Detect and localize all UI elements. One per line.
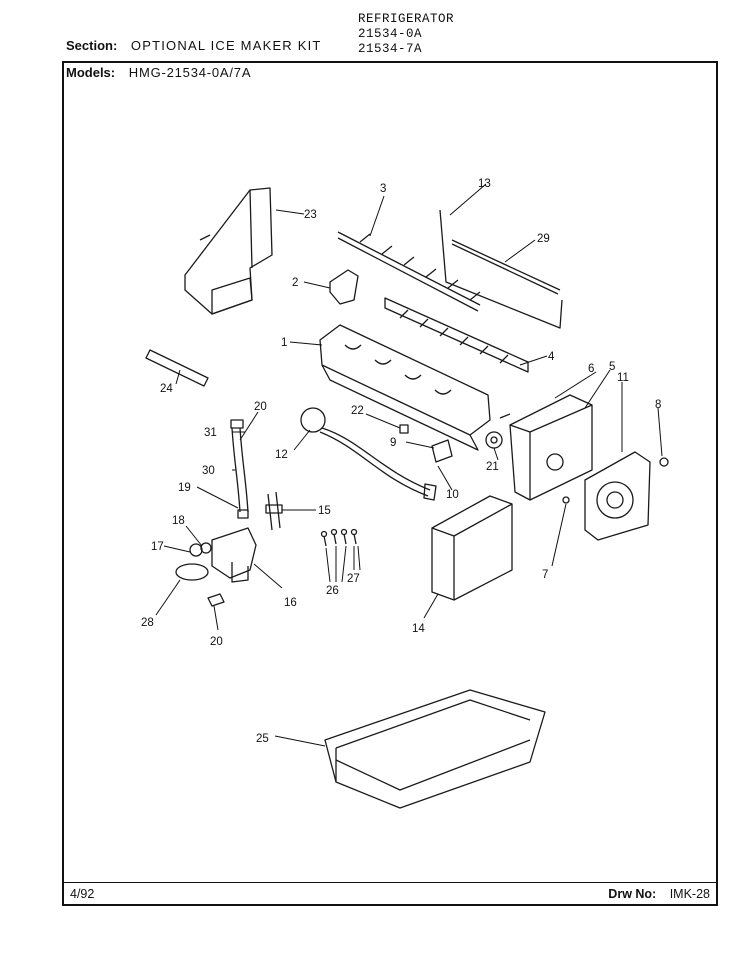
- drawing-frame: [62, 61, 718, 906]
- part-6-fastener: [499, 413, 511, 419]
- footer-divider: [62, 882, 718, 883]
- callout-6: 6: [588, 363, 594, 375]
- part-13-shutoff-arm: [439, 209, 563, 329]
- callout-12: 12: [275, 449, 288, 461]
- part-17-fitting: [189, 542, 212, 557]
- callout-30: 30: [202, 465, 215, 477]
- part-21-gear: [485, 431, 503, 449]
- part-16-water-valve: [211, 527, 257, 583]
- drawing-label: Drw No:: [608, 887, 657, 901]
- callout-20-bottom: 20: [210, 636, 223, 648]
- part-5-housing: [509, 394, 593, 501]
- callout-28: 28: [141, 617, 154, 629]
- callout-15: 15: [318, 505, 331, 517]
- callout-16: 16: [284, 597, 297, 609]
- callout-26: 26: [326, 585, 339, 597]
- callout-leaders: [155, 183, 663, 747]
- callout-29: 29: [537, 233, 550, 245]
- part-20-clip: [207, 593, 225, 607]
- callout-7: 7: [542, 569, 548, 581]
- callout-31: 31: [204, 427, 217, 439]
- part-24-rod: [145, 349, 209, 387]
- part-9-bracket: [431, 439, 453, 463]
- header-product: REFRIGERATOR: [358, 12, 455, 26]
- callout-9: 9: [390, 437, 396, 449]
- callout-4: 4: [548, 351, 555, 363]
- callout-17: 17: [151, 541, 164, 553]
- part-28-clamp: [175, 563, 209, 581]
- callout-22: 22: [351, 405, 364, 417]
- part-12-harness: [300, 407, 437, 501]
- models-row: Models: HMG-21534-0A/7A: [66, 65, 251, 80]
- part-1-mold: [319, 324, 491, 451]
- part-3-ejector: [337, 231, 481, 312]
- callout-25: 25: [256, 733, 269, 745]
- callout-21: 21: [486, 461, 499, 473]
- callout-24: 24: [160, 383, 173, 395]
- part-8-screw: [659, 457, 669, 467]
- callout-23: 23: [304, 209, 317, 221]
- section-row: Section: OPTIONAL ICE MAKER KIT: [66, 38, 322, 53]
- callout-8: 8: [655, 399, 661, 411]
- section-label: Section:: [66, 38, 118, 53]
- section-value: OPTIONAL ICE MAKER KIT: [130, 38, 322, 53]
- part-14-front-cover: [431, 495, 513, 601]
- callout-11: 11: [617, 372, 629, 384]
- callout-3: 3: [380, 183, 386, 195]
- part-7-screw: [562, 496, 570, 504]
- footer-date: 4/92: [70, 887, 95, 901]
- callout-13: 13: [478, 178, 491, 190]
- part-30-fill-tube: [230, 419, 249, 519]
- callout-18: 18: [172, 515, 185, 527]
- footer-drawing-number: Drw No: IMK-28: [608, 887, 710, 901]
- part-2-bracket: [329, 269, 359, 305]
- callout-1: 1: [281, 337, 287, 349]
- callout-27: 27: [347, 573, 360, 585]
- callout-20-top: 20: [254, 401, 267, 413]
- part-23-fill-cover: [184, 187, 273, 315]
- callout-14: 14: [412, 623, 425, 635]
- part-11-motor-plate: [584, 451, 651, 541]
- header-models-block: REFRIGERATOR 21534-0A 21534-7A: [358, 12, 454, 57]
- callout-19: 19: [178, 482, 191, 494]
- models-label: Models:: [66, 65, 116, 80]
- part-15-coupling: [265, 491, 283, 531]
- drawing-number-value: IMK-28: [669, 887, 710, 901]
- callout-5: 5: [609, 361, 615, 373]
- models-value: HMG-21534-0A/7A: [128, 65, 252, 80]
- callout-2: 2: [292, 277, 298, 289]
- part-25-ice-bin: [324, 689, 546, 809]
- part-26-27-screws: [320, 528, 358, 547]
- header-model-line-1: 21534-0A: [358, 27, 423, 41]
- callout-10: 10: [446, 489, 459, 501]
- header-model-line-2: 21534-7A: [358, 42, 423, 56]
- part-4-stripper: [384, 297, 529, 373]
- part-22-clip: [399, 424, 409, 434]
